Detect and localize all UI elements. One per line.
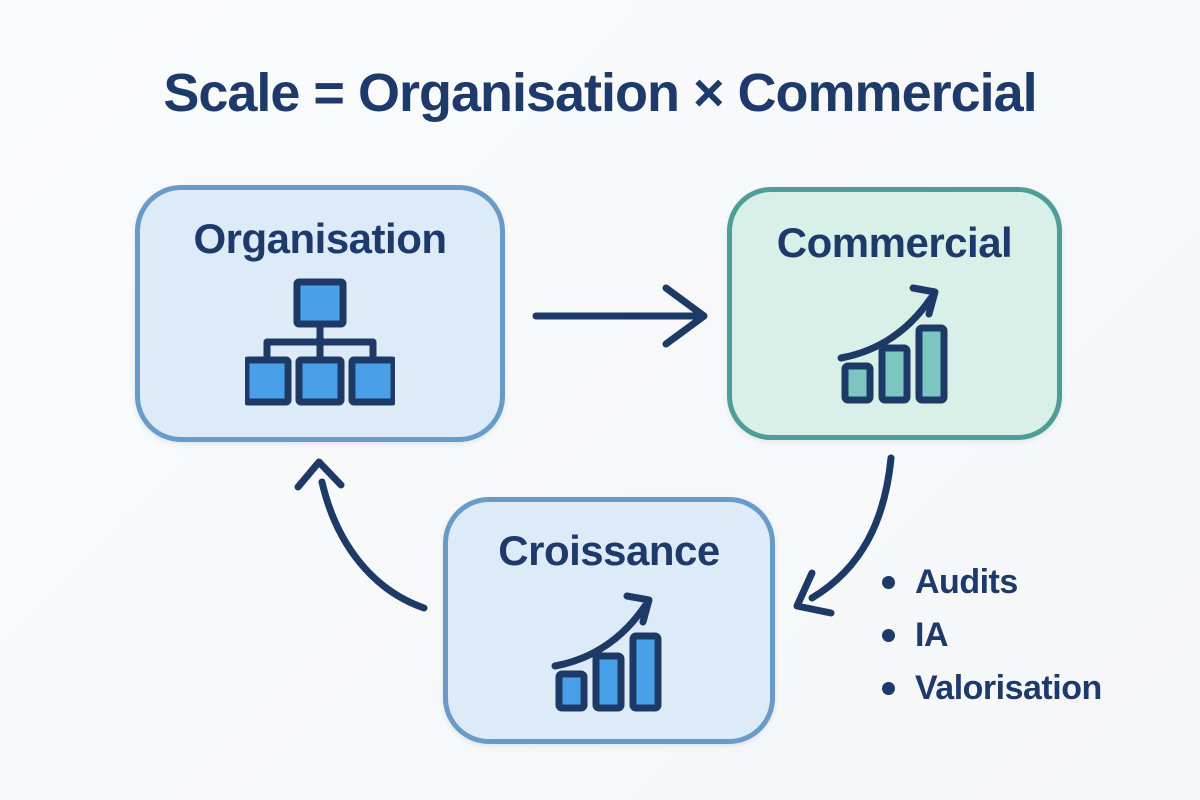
growth-chart-icon	[837, 284, 947, 404]
growth-chart-icon	[551, 592, 662, 712]
org-chart-icon	[245, 278, 395, 406]
bullet-icon	[882, 629, 895, 642]
node-organisation: Organisation	[135, 185, 505, 442]
node-organisation-label: Organisation	[193, 215, 447, 262]
node-commercial: Commercial	[727, 187, 1062, 440]
node-croissance-label: Croissance	[498, 527, 720, 574]
node-commercial-label: Commercial	[776, 219, 1013, 266]
list-item: IA	[882, 609, 1102, 662]
bullet-icon	[882, 576, 895, 589]
bullet-label: IA	[915, 616, 949, 654]
bullet-label: Audits	[915, 563, 1018, 601]
diagram-title: Scale = Organisation × Commercial	[163, 63, 1037, 123]
node-croissance: Croissance	[443, 497, 775, 744]
bullet-list: Audits IA Valorisation	[882, 556, 1102, 715]
list-item: Valorisation	[882, 662, 1102, 715]
arrow-organisation-to-commercial	[532, 284, 708, 348]
arrow-commercial-to-croissance	[793, 454, 895, 617]
bullet-icon	[882, 682, 895, 695]
arrow-croissance-to-organisation	[294, 458, 428, 612]
bullet-label: Valorisation	[915, 669, 1102, 707]
list-item: Audits	[882, 556, 1102, 609]
